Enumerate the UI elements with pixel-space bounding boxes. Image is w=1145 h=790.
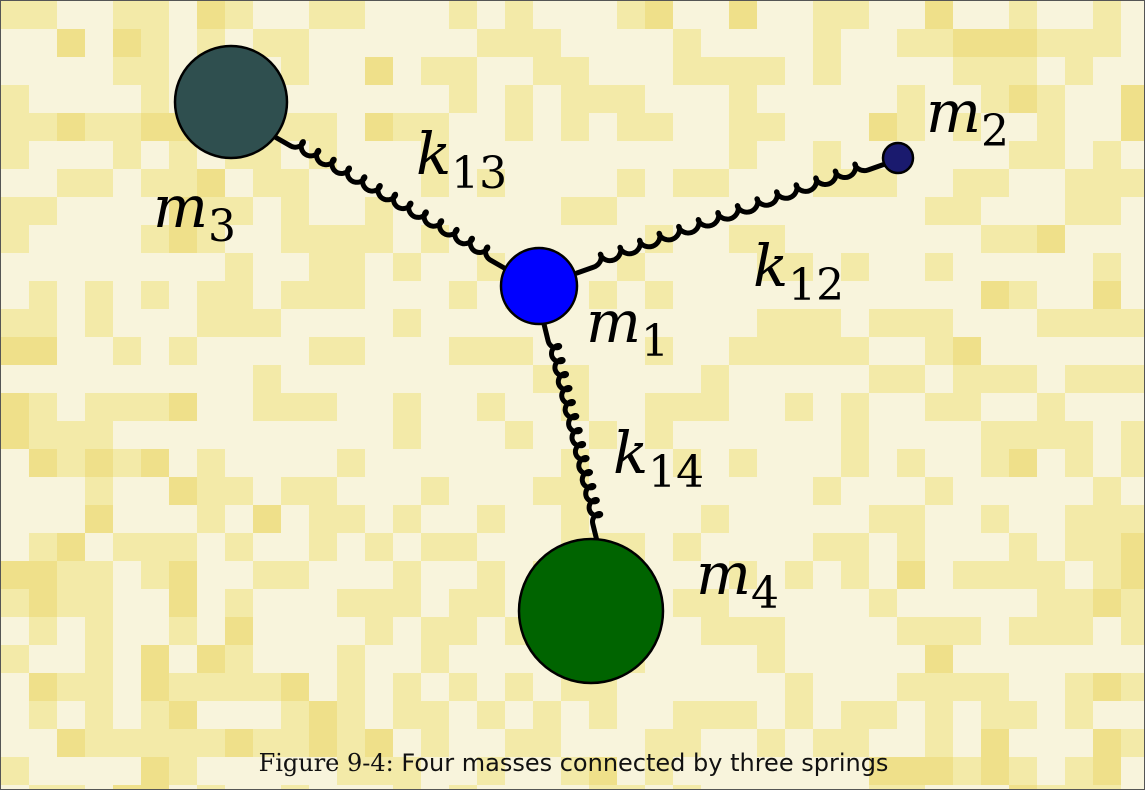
caption-text: Four masses connected by three springs xyxy=(401,749,889,777)
label-m4-subscript: 4 xyxy=(751,568,779,619)
spring-k13 xyxy=(272,134,509,272)
spring-k12-coil xyxy=(574,161,888,276)
label-m3: m3 xyxy=(153,173,236,252)
label-m4: m4 xyxy=(696,540,779,619)
mass-m2 xyxy=(881,141,915,175)
label-m2-symbol: m xyxy=(926,78,981,146)
label-k13-subscript: 13 xyxy=(451,148,507,199)
label-k12-symbol: k xyxy=(753,232,788,300)
spring-k12 xyxy=(574,161,888,276)
label-k14: k14 xyxy=(613,419,704,498)
label-k13: k13 xyxy=(416,120,507,199)
label-m3-symbol: m xyxy=(153,173,208,241)
label-m1-symbol: m xyxy=(586,288,641,356)
label-k12-subscript: 12 xyxy=(788,260,844,311)
mass-m4 xyxy=(517,537,665,685)
spring-k13-coil xyxy=(272,134,509,272)
label-m4-symbol: m xyxy=(696,540,751,608)
label-m1: m1 xyxy=(586,288,669,367)
label-k14-subscript: 14 xyxy=(648,447,704,498)
label-m2-subscript: 2 xyxy=(981,106,1009,157)
figure-caption: Figure 9-4: Four masses connected by thr… xyxy=(1,749,1144,777)
label-k14-symbol: k xyxy=(613,419,648,487)
spring-k14-coil xyxy=(541,321,604,544)
label-m2: m2 xyxy=(926,78,1009,157)
mass-m1 xyxy=(499,246,579,326)
label-m1-subscript: 1 xyxy=(641,316,669,367)
label-m3-subscript: 3 xyxy=(208,201,236,252)
spring-k14 xyxy=(541,321,604,544)
caption-label: Figure 9-4: xyxy=(258,749,394,777)
label-k12: k12 xyxy=(753,232,844,311)
label-k13-symbol: k xyxy=(416,120,451,188)
mass-m3 xyxy=(173,44,289,160)
